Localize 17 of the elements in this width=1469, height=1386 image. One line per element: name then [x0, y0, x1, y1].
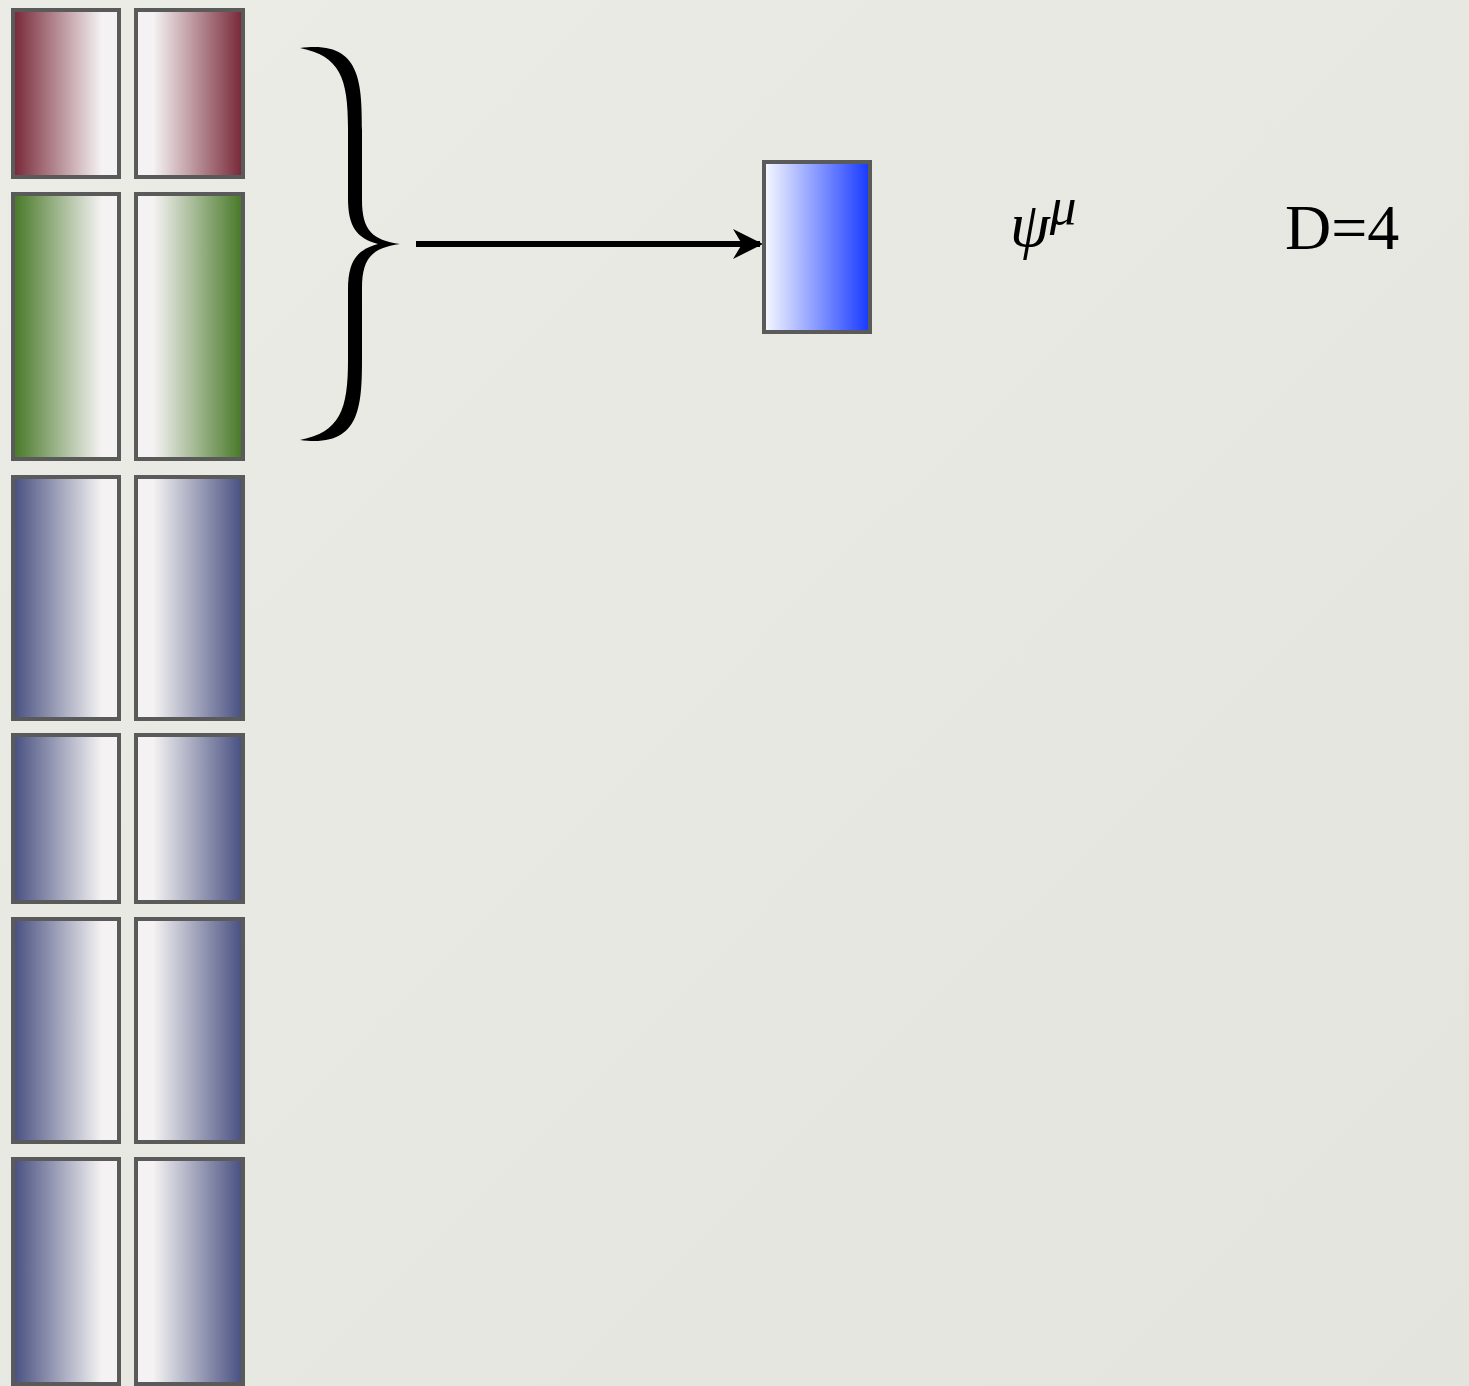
dimension-label: D=4: [1285, 196, 1400, 260]
gradient-bar: [11, 8, 121, 179]
gradient-bar: [11, 917, 121, 1144]
gradient-bar: [134, 8, 245, 179]
gradient-bar: [11, 192, 121, 461]
arrow: [416, 229, 763, 259]
gradient-bar: [134, 1157, 245, 1386]
gradient-bar: [762, 160, 872, 334]
gradient-bar: [11, 475, 121, 721]
gradient-bar: [11, 1157, 121, 1386]
gradient-bar: [134, 917, 245, 1144]
curly-brace: [300, 46, 400, 442]
math-symbol: ψ$^{μ}$: [1010, 180, 1077, 258]
gradient-bar: [134, 192, 245, 461]
gradient-bar: [134, 733, 245, 904]
gradient-bar: [134, 475, 245, 721]
gradient-bar: [11, 733, 121, 904]
